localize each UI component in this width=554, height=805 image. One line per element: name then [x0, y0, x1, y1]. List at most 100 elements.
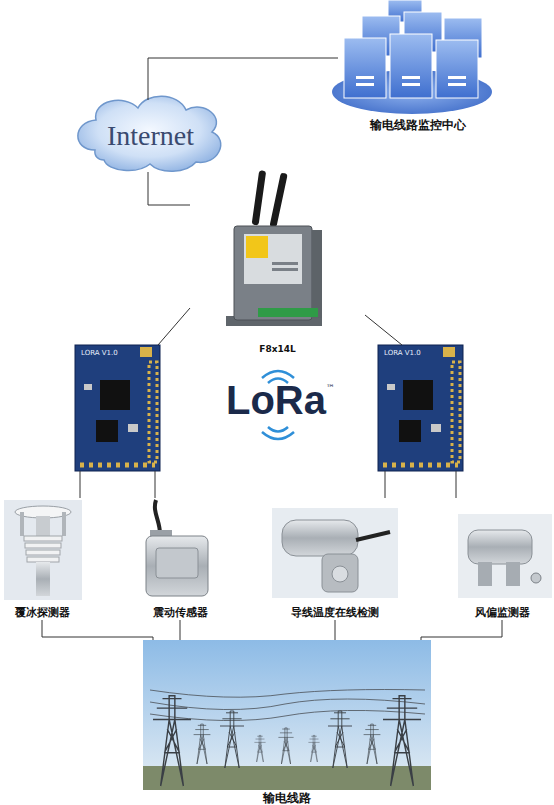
component — [387, 384, 395, 390]
connector-line — [42, 620, 153, 640]
plate — [24, 536, 62, 541]
lora-module: LORA V1.0 — [75, 345, 160, 471]
server-slot — [402, 76, 420, 79]
connector — [443, 347, 455, 357]
server-box — [436, 40, 478, 98]
connector — [531, 573, 541, 583]
internet-cloud: Internet — [78, 100, 223, 172]
lora-module — [75, 345, 160, 471]
board — [378, 345, 463, 471]
board-label: LORA V1.0 — [81, 349, 118, 357]
tower — [308, 735, 319, 762]
core — [36, 516, 50, 536]
server-box — [390, 34, 432, 98]
server-slot — [356, 76, 374, 79]
server-cluster — [332, 0, 492, 114]
antenna — [356, 532, 390, 540]
router-side — [312, 230, 322, 318]
clamp-hole — [332, 566, 348, 582]
ground — [143, 766, 431, 790]
connector-line — [80, 471, 81, 498]
server-slot — [402, 83, 420, 86]
connector-line — [456, 471, 457, 498]
sensor-box: 震动传感器 — [135, 498, 225, 620]
caption: 风偏监测器 — [432, 606, 554, 620]
tower — [194, 724, 211, 764]
caption: 覆冰探测器 — [0, 606, 102, 620]
clamp — [506, 562, 520, 586]
connector-line — [148, 172, 190, 205]
connector-line — [385, 471, 386, 498]
server-slot — [448, 76, 466, 79]
connector-line — [365, 315, 402, 345]
connector-line — [180, 620, 181, 640]
sensor-face — [156, 548, 198, 578]
tower — [254, 735, 265, 762]
pins — [452, 362, 460, 462]
tower — [278, 728, 293, 764]
connector-line — [335, 620, 336, 640]
chip — [399, 420, 421, 442]
antenna — [252, 170, 267, 225]
caption: 输电线路监控中心 — [318, 118, 518, 132]
tower — [153, 696, 191, 786]
connector-line — [421, 620, 502, 640]
sensor-box: 风偏监测器 — [452, 498, 552, 620]
component — [84, 384, 92, 390]
sensor-body — [282, 520, 358, 556]
router-device — [226, 170, 322, 326]
router-panel — [244, 234, 302, 284]
board-label: LORA V1.0 — [384, 349, 421, 357]
vibration-sensor — [146, 500, 208, 596]
plate — [25, 543, 61, 548]
chip — [100, 380, 130, 410]
temperature-sensor — [272, 508, 398, 598]
wire — [150, 690, 425, 721]
board — [75, 345, 160, 471]
photo-bg — [272, 508, 398, 598]
photo-bg — [458, 514, 552, 598]
ice-detector — [4, 500, 82, 600]
tower — [383, 696, 421, 786]
router-tag — [246, 236, 268, 258]
antenna — [269, 173, 287, 228]
post — [62, 512, 66, 536]
server-box — [344, 38, 386, 98]
component — [431, 424, 441, 432]
pins — [383, 463, 458, 468]
cable — [155, 500, 160, 534]
trademark: ™ — [326, 384, 335, 393]
router-body — [234, 226, 312, 320]
tower — [328, 711, 352, 768]
router-line — [272, 268, 298, 271]
chip — [403, 380, 433, 410]
caption: 震动传感器 — [115, 606, 245, 620]
server-slot — [448, 83, 466, 86]
component — [128, 424, 138, 432]
clamp — [478, 562, 492, 586]
pole — [36, 562, 50, 596]
sky — [143, 640, 431, 790]
caption: 导线温度在线检测 — [250, 606, 420, 620]
lora-module: LORA V1.0 — [378, 345, 463, 471]
terminal-strip — [258, 308, 318, 317]
caption: F8x14L — [170, 342, 385, 356]
sensor-body — [468, 530, 532, 564]
caption: 输电线路 — [123, 791, 451, 805]
connector-line — [155, 471, 156, 498]
tower — [220, 711, 244, 768]
logo-text: LoRa — [226, 380, 326, 420]
sensor-box: 导线温度在线检测 — [270, 498, 400, 620]
chip — [96, 420, 118, 442]
plate — [27, 557, 59, 562]
pins — [80, 463, 155, 468]
clamp — [322, 554, 358, 592]
pins — [149, 362, 157, 462]
wave — [262, 371, 294, 378]
power-line-box: 输电线路 — [143, 640, 431, 805]
power-line-photo — [143, 640, 431, 790]
monitor-center: 输电线路监控中心 — [338, 0, 498, 132]
tower — [364, 724, 381, 764]
wind-sensor — [458, 514, 552, 598]
